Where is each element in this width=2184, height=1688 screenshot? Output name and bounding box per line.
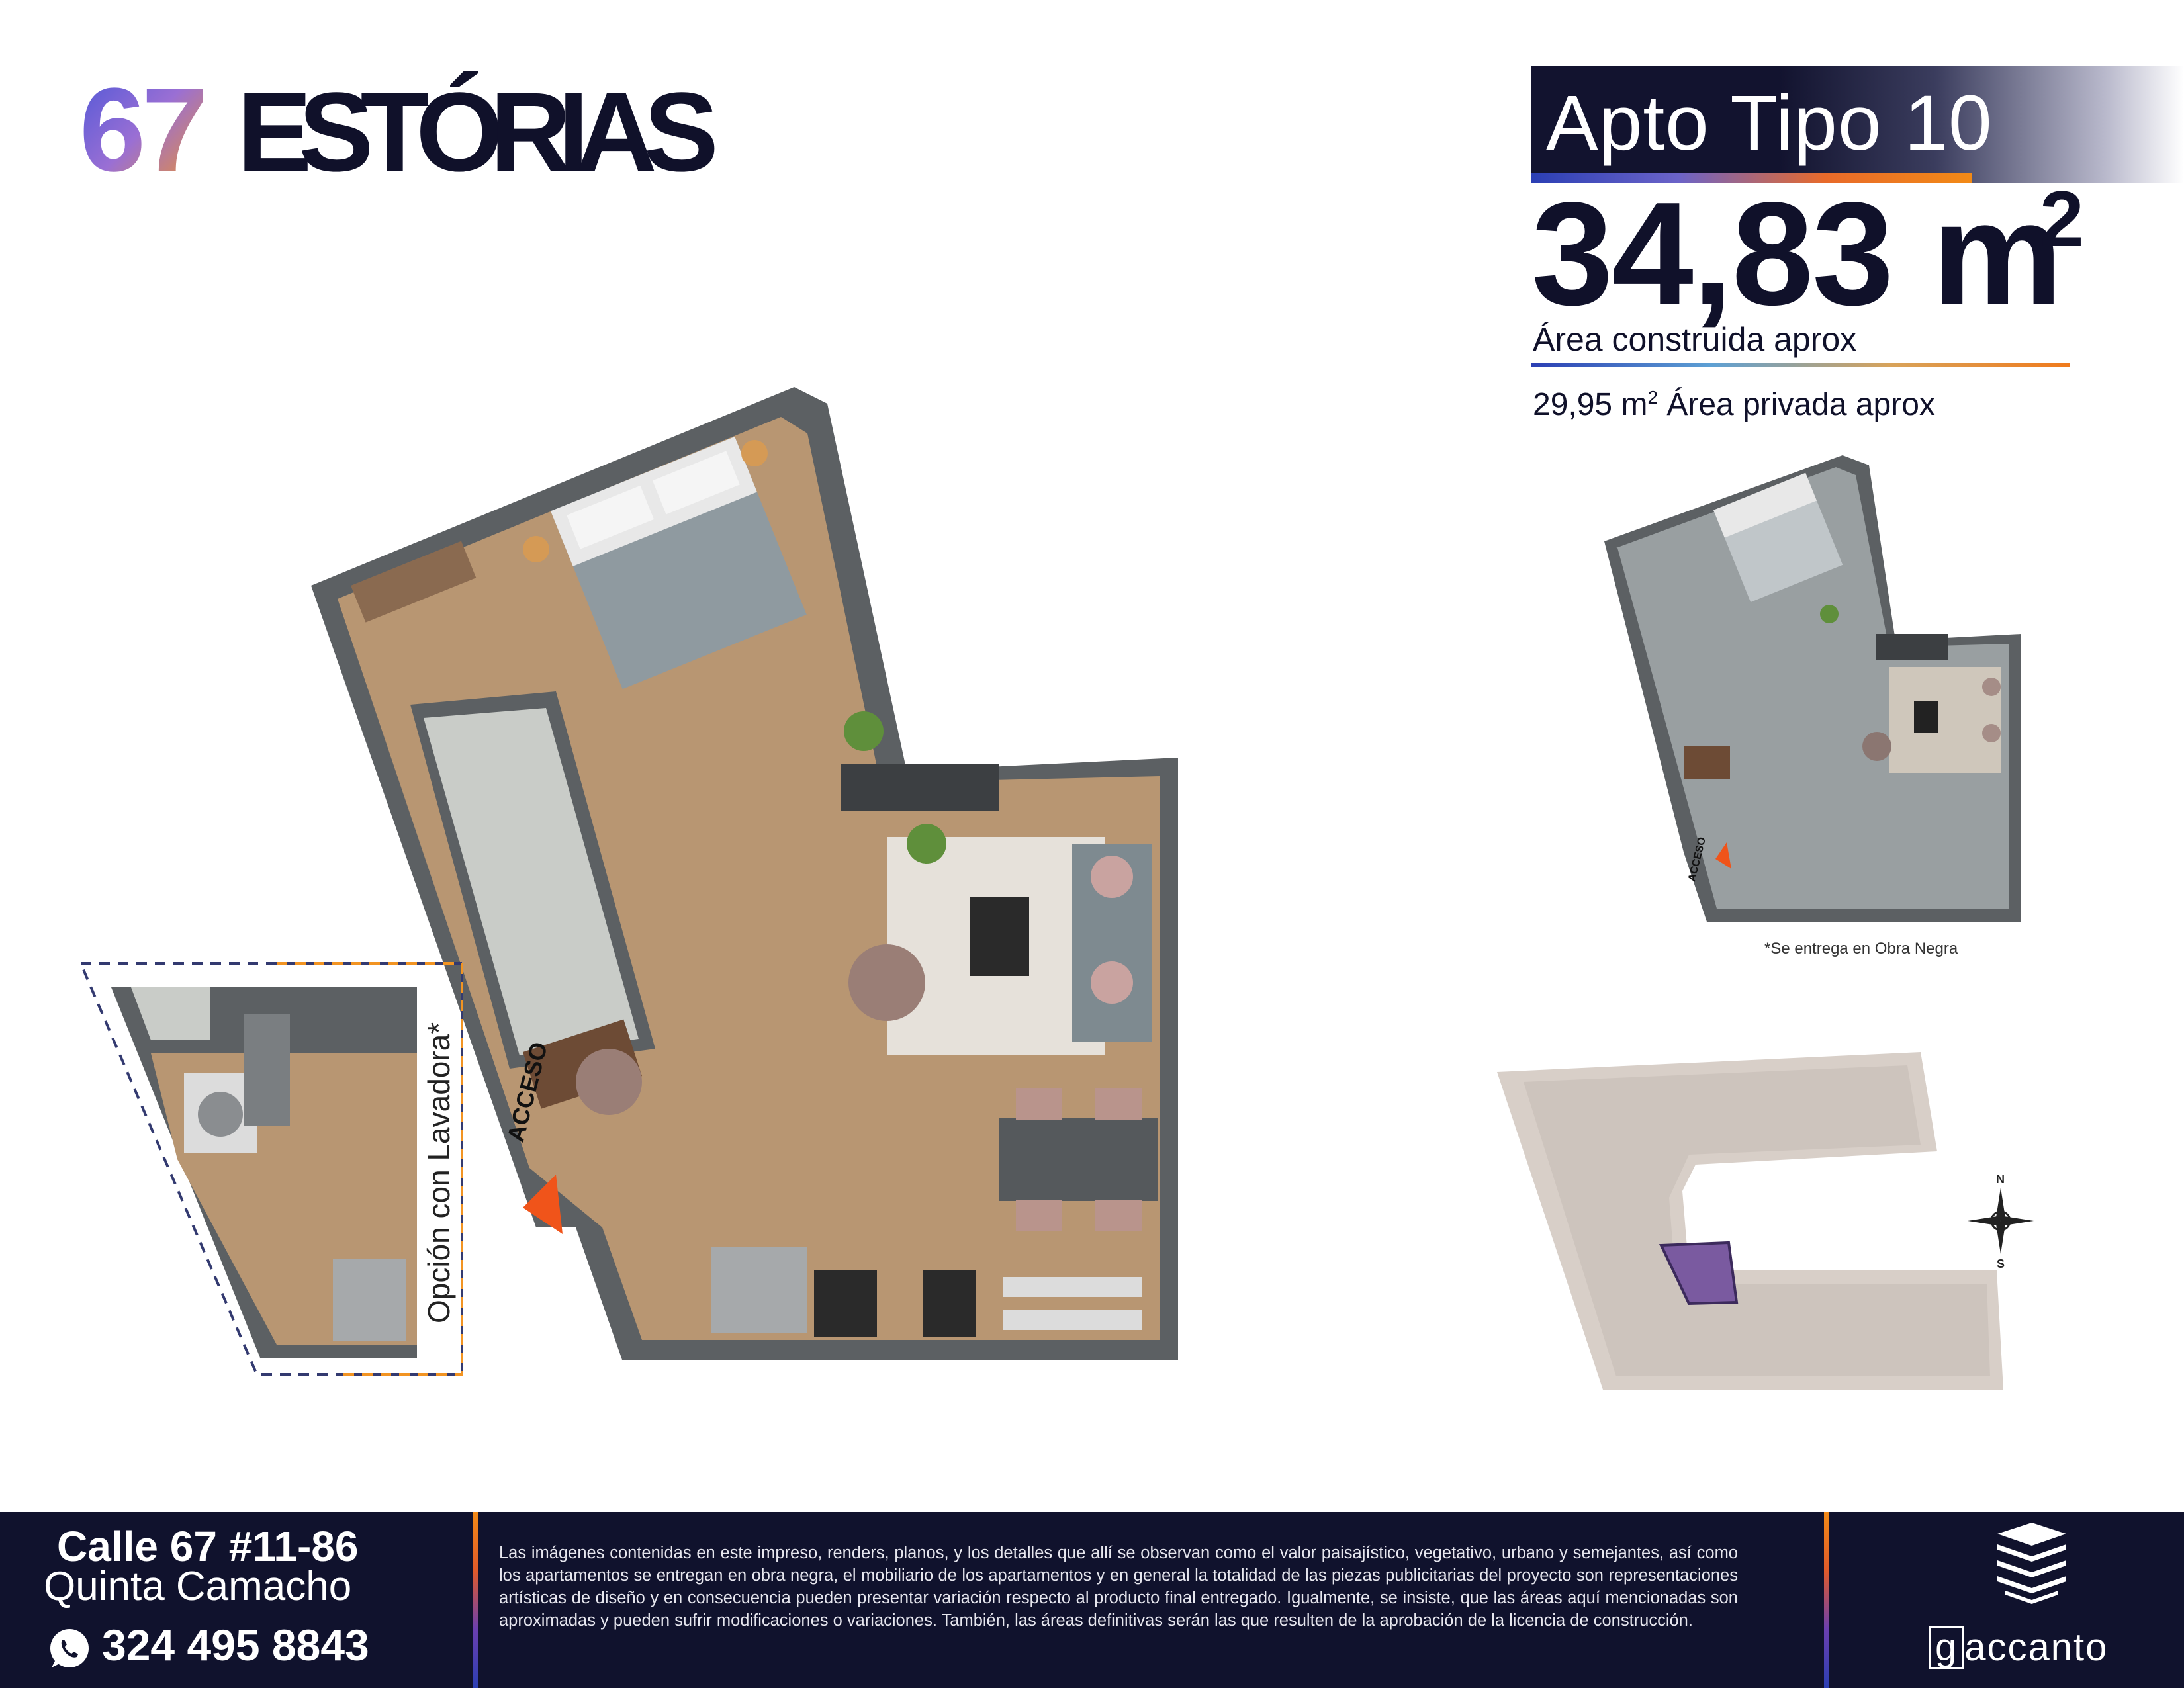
private-area-sup: 2 [1647, 387, 1659, 408]
whatsapp-icon [48, 1626, 91, 1670]
phone-number[interactable]: 324 495 8843 [102, 1621, 369, 1669]
unit-title: Apto Tipo 10 [1546, 79, 1993, 167]
compass-south: S [1997, 1257, 2005, 1270]
footer-divider-right [1824, 1512, 1829, 1688]
address-street: Calle 67 #11-86 [57, 1523, 359, 1570]
built-area-label: Área construida aprox [1533, 321, 1857, 358]
title-underline [1531, 173, 1972, 183]
legal-disclaimer: Las imágenes contenidas en este impreso,… [499, 1544, 1738, 1630]
address-neighborhood: Quinta Camacho [44, 1564, 352, 1609]
private-area-label: Área privada aprox [1658, 387, 1935, 422]
built-area-value: 34,83 m [1531, 172, 2063, 336]
built-area-unit-sup: 2 [2040, 175, 2084, 263]
floor-plan-furnished [311, 387, 1185, 1366]
title-banner [1531, 66, 2184, 183]
compass-north: N [1996, 1173, 2005, 1186]
project-logo: 67 ESTÓRIAS [79, 64, 728, 197]
logo-number: 67 [79, 71, 204, 184]
footer-divider-left [473, 1512, 478, 1688]
brand-layers-icon [1992, 1519, 2071, 1605]
footer-bar [0, 1512, 2184, 1688]
private-area: 29,95 m2 Área privada aprox [1533, 386, 1935, 423]
private-area-value: 29,95 m [1533, 387, 1648, 422]
logo-word: ESTÓRIAS [237, 71, 720, 184]
area-divider [1531, 363, 2070, 367]
floor-plan-washer-option [78, 961, 465, 1379]
brand-box-letter: g [1929, 1626, 1965, 1669]
compass-icon: N S [1964, 1171, 2037, 1270]
obra-negra-note: *Se entrega en Obra Negra [1764, 940, 1958, 957]
washer-option-label: Opción con Lavadora* [422, 1022, 456, 1323]
brand-name-rest: accanto [1964, 1626, 2109, 1669]
building-site-plan [1497, 1032, 2008, 1400]
floor-plan-unfinished [1604, 455, 2026, 925]
